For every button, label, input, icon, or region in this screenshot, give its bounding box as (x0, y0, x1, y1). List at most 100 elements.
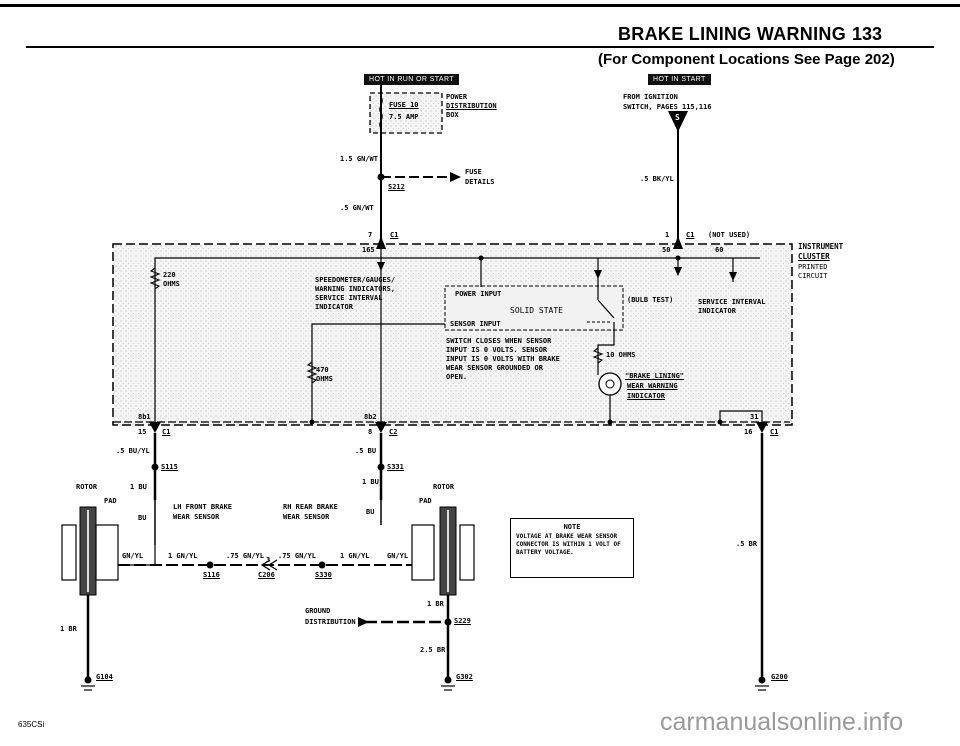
arrow-speedo (377, 262, 385, 271)
top-rule (0, 4, 960, 7)
wire-label-19: .5 BR (736, 540, 758, 548)
lh-pad-label: PAD (104, 497, 117, 505)
wire-label-10: .75 GN/YL (226, 552, 264, 560)
switch-note-line3: INPUT IS 0 VOLTS WITH BRAKE (446, 355, 560, 363)
wire-label-1: 1.5 GN/WT (340, 155, 378, 163)
page-subtitle: (For Component Locations See Page 202) (598, 51, 895, 68)
speedo-line2: WARNING INDICATORS, (315, 285, 396, 293)
watermark: carmanualsonline.info (660, 708, 904, 736)
cluster-label-1: INSTRUMENT (798, 242, 844, 251)
wire-label-11: .75 GN/YL (278, 552, 316, 560)
arrow-bulb-test (594, 270, 602, 279)
wire-label-18: 2.5 BR (420, 646, 446, 654)
rh-sensor-line1: RH REAR BRAKE (283, 503, 338, 511)
fuse-name: FUSE 10 (389, 101, 419, 109)
node-3 (717, 419, 723, 425)
model-footer: 635CSi (18, 720, 45, 729)
pin-15: 15 (138, 428, 147, 436)
lamp-glyph (605, 379, 615, 389)
lh-rotor-outer (61, 524, 77, 581)
conn-15 (149, 422, 161, 433)
conn-8 (375, 422, 387, 433)
ground-label-g104: G104 (96, 673, 113, 681)
splice-label-s229: S229 (454, 617, 471, 625)
wire-label-16: 1 BR (60, 625, 77, 633)
not-used-label: (NOT USED) (708, 231, 751, 239)
fuse-details-line2: DETAILS (465, 178, 495, 186)
node-1 (309, 419, 315, 425)
page-title: BRAKE LINING WARNING (618, 24, 846, 44)
wire-label-8: GN/YL (122, 552, 144, 560)
speedo-line4: INDICATOR (315, 303, 353, 311)
resistor-220-unit: OHMS (163, 280, 180, 288)
lh-sensor-line2: WEAR SENSOR (173, 513, 220, 521)
lh-rotor-label: ROTOR (76, 483, 98, 491)
arrow-fuse-details (450, 172, 461, 182)
switch-note-line4: WEAR SENSOR GROUNDED OR (446, 364, 543, 372)
arrow-ground-dist (358, 617, 369, 627)
speedo-line1: SPEEDOMETER/GAUGES/ (315, 276, 396, 284)
wire-label-13: GN/YL (387, 552, 409, 560)
switch-blade (597, 299, 615, 319)
splice-s330 (318, 561, 326, 569)
wire-sensor-input (311, 323, 445, 422)
node-5 (675, 255, 681, 261)
fuse-rating: 7.5 AMP (389, 113, 419, 121)
splice-s115 (151, 463, 159, 471)
power-dist-line2: DISTRIBUTION (446, 102, 497, 110)
header-rule (26, 46, 934, 48)
conn-c206-b (267, 559, 278, 571)
ignition-line2: SWITCH, PAGES 115,116 (623, 103, 712, 111)
wire-label-6: 1 BU (130, 483, 147, 491)
ground-dist-line2: DISTRIBUTION (305, 618, 356, 626)
conn-16 (756, 422, 768, 433)
wire-switch-out (597, 322, 615, 375)
bulb-test-label: (BULB TEST) (627, 296, 674, 304)
splice-s116 (206, 561, 214, 569)
ground-g302 (441, 676, 455, 691)
ignition-badge: S (675, 113, 680, 122)
power-dist-line3: BOX (446, 111, 459, 119)
sensor-input-label: SENSOR INPUT (450, 320, 501, 328)
rh-sensor-line2: WEAR SENSOR (283, 513, 330, 521)
node-2 (607, 419, 613, 425)
wire-label-7: 1 BU (362, 478, 379, 486)
conn-c206 (260, 559, 271, 571)
fuse-box-outline (369, 92, 443, 134)
service-interval-line1: SERVICE INTERVAL (698, 298, 766, 306)
arrow-svc (674, 267, 682, 276)
ground-dist-line1: GROUND (305, 607, 331, 615)
pin-7: 7 (368, 231, 373, 239)
splice-label-s330: S330 (315, 571, 332, 579)
wire-label-2: .5 GN/WT (340, 204, 374, 212)
splice-s212 (377, 173, 385, 181)
connector-c1-a: C1 (390, 231, 399, 239)
splice-label-s115: S115 (161, 463, 178, 471)
note-body: VOLTAGE AT BRAKE WEAR SENSOR CONNECTOR I… (516, 533, 621, 556)
resistor-10 (592, 347, 604, 364)
resistor-470 (306, 361, 318, 384)
pin-8b2: 8b2 (364, 413, 377, 421)
brake-warning-lamp (598, 372, 622, 396)
rh-pad (411, 524, 435, 581)
wire-label-15: BU (366, 508, 375, 516)
conn-7 (376, 236, 386, 249)
resistor-220-value: 220 (163, 271, 176, 279)
connector-c1-d: C1 (770, 428, 779, 436)
pin-50: 50 (662, 246, 671, 254)
power-dist-line1: POWER (446, 93, 468, 101)
wire-label-4: .5 BU/YL (116, 447, 150, 455)
service-interval-line2: INDICATOR (698, 307, 736, 315)
switch-note-line1: SWITCH CLOSES WHEN SENSOR (446, 337, 552, 345)
resistor-470-unit: OHMS (316, 375, 333, 383)
indicator-line2: WEAR WARNING (627, 382, 678, 390)
pin-31: 31 (750, 413, 759, 421)
page-number: 133 (852, 24, 883, 44)
rh-rotor-label: ROTOR (433, 483, 455, 491)
node-4 (478, 255, 484, 261)
ignition-s-badge (668, 111, 688, 132)
rh-rotor-outer (459, 524, 475, 581)
lh-sensor-line1: LH FRONT BRAKE (173, 503, 233, 511)
hot-in-run-or-start-tag: HOT IN RUN OR START (364, 74, 459, 85)
